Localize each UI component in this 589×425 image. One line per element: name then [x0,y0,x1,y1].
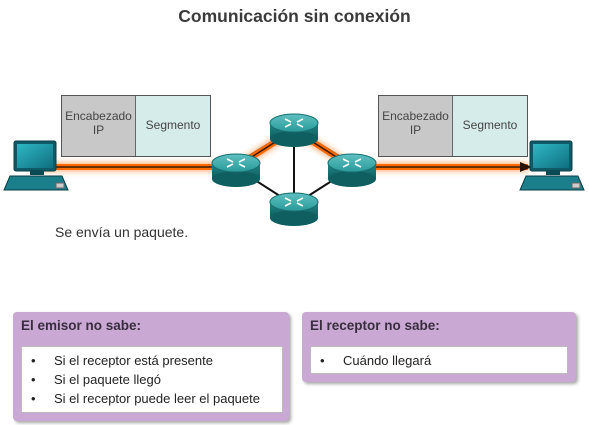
router-left-icon [211,153,261,187]
receiver-panel-body: •Cuándo llegará [310,346,568,374]
list-item: •Si el receptor está presente [31,353,213,368]
receiver-panel-title: El receptor no sabe: [310,318,440,333]
receiver-list: •Cuándo llegará [311,351,567,370]
sender-panel-body: •Si el receptor está presente •Si el paq… [21,346,283,413]
receiver-pc-icon [519,140,585,191]
list-item: •Si el paquete llegó [31,372,161,387]
list-item: •Cuándo llegará [320,353,432,368]
ip-header-label: Encabezado IP [62,96,136,156]
diagram-title: Comunicación sin conexión [178,6,411,26]
router-right-icon [327,153,377,187]
packet-header-left: Encabezado IP Segmento [61,95,211,157]
sender-list: •Si el receptor está presente •Si el paq… [22,351,282,408]
segment-label: Segmento [453,96,527,156]
sender-panel-title: El emisor no sabe: [21,318,142,333]
caption: Se envía un paquete. [55,224,189,240]
list-item: •Si el receptor puede leer el paquete [31,391,260,406]
packet-header-right: Encabezado IP Segmento [378,95,528,157]
router-bottom-icon [269,192,319,226]
sender-pc-icon [3,140,69,191]
sender-panel: El emisor no sabe: •Si el receptor está … [13,312,289,421]
router-top-icon [269,113,319,147]
receiver-panel: El receptor no sabe: •Cuándo llegará [302,312,576,382]
arrow-head-icon [520,162,532,172]
segment-label: Segmento [136,96,210,156]
ip-header-label: Encabezado IP [379,96,453,156]
